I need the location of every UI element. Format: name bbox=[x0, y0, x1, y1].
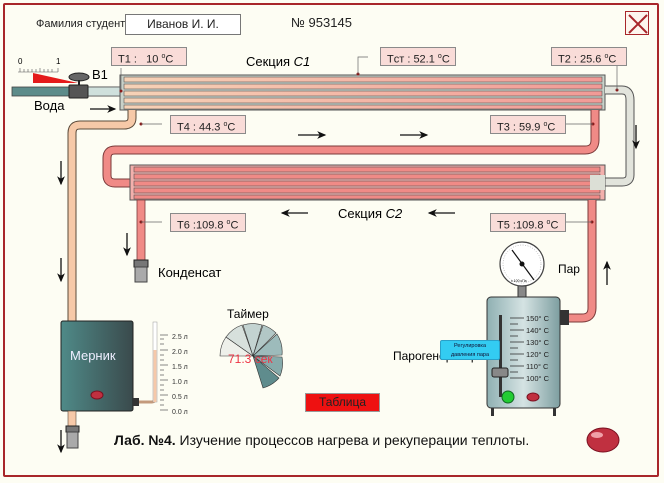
section-c1-label: Секция C1 bbox=[246, 54, 311, 69]
sensor-t6: T6 :109.8 oC bbox=[170, 213, 246, 232]
sensor-t3: T3 : 59.9 oC bbox=[490, 115, 566, 134]
valve-scale-max: 1 bbox=[56, 57, 61, 66]
sensor-t1: T1 : 10 oC bbox=[111, 47, 187, 66]
valve-scale-min: 0 bbox=[18, 57, 23, 66]
timer-value: 71.3 сек bbox=[228, 352, 273, 366]
valve-body bbox=[68, 84, 89, 99]
exit-lamp-button bbox=[586, 427, 620, 453]
meter-tank bbox=[60, 320, 134, 412]
valve-indicator bbox=[33, 73, 78, 83]
condensate-label: Конденсат bbox=[158, 265, 222, 280]
gauge-unit: x 100 кПа bbox=[511, 279, 527, 283]
sensor-t5: T5 :109.8 oC bbox=[490, 213, 566, 232]
section-c2-label: Секция C2 bbox=[338, 206, 403, 221]
variant-number: № 953145 bbox=[291, 15, 352, 30]
close-icon bbox=[628, 14, 648, 34]
water-inlet-label: Вода bbox=[34, 98, 65, 113]
meter-label: Мерник bbox=[70, 348, 116, 363]
pressure-slider bbox=[491, 367, 509, 378]
timer-label: Таймер bbox=[227, 307, 269, 321]
lab-caption: Лаб. №4. Изучение процессов нагрева и ре… bbox=[114, 432, 530, 448]
sensor-t2: T2 : 25.6 oC bbox=[551, 47, 627, 66]
table-button[interactable]: Таблица bbox=[305, 393, 380, 412]
sensor-t4: T4 : 44.3 oC bbox=[170, 115, 246, 134]
student-name-field[interactable]: Иванов И. И. bbox=[125, 14, 241, 35]
heater-indicator-light bbox=[526, 392, 540, 402]
steam-label: Пар bbox=[558, 262, 580, 276]
student-label: Фамилия студента: bbox=[36, 18, 135, 30]
valve-handle-icon bbox=[68, 72, 90, 82]
timer-dial bbox=[219, 323, 283, 389]
sensor-tst: Tст : 52.1 oC bbox=[380, 47, 456, 66]
power-indicator-light bbox=[501, 390, 515, 404]
close-button[interactable] bbox=[625, 11, 649, 35]
meter-indicator-light bbox=[90, 390, 104, 400]
valve-label[interactable]: B1 bbox=[92, 67, 108, 82]
window-frame bbox=[3, 3, 659, 477]
